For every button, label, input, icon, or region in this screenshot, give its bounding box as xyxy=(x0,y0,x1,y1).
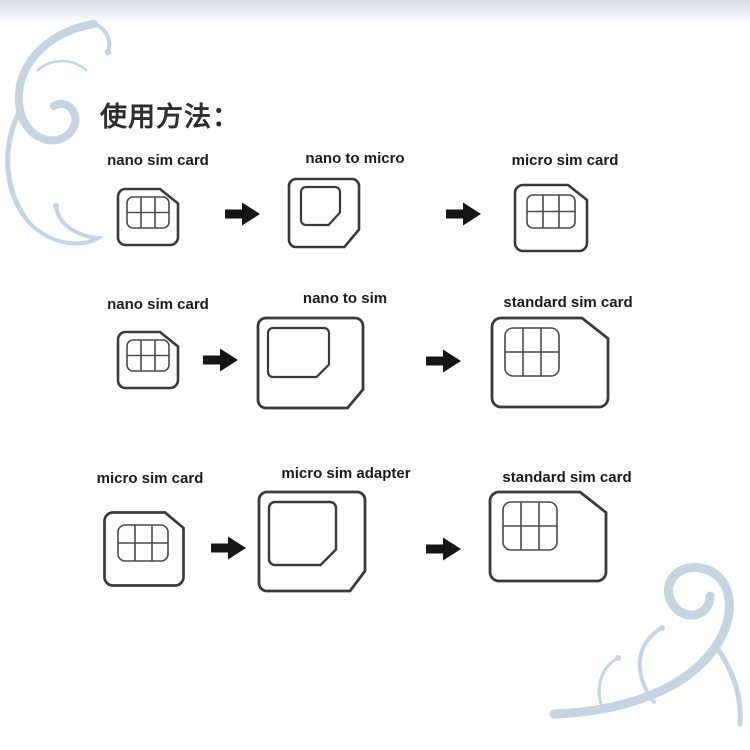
nano-sim-card-icon xyxy=(116,330,180,390)
result-card-label: standard sim card xyxy=(502,469,632,486)
micro-sim-card-icon xyxy=(103,511,185,587)
nano-to-sim-adapter-icon xyxy=(256,316,365,410)
standard-sim-card-icon xyxy=(488,490,608,583)
adapter-label: micro sim adapter xyxy=(281,465,411,482)
arrow-icon xyxy=(211,536,246,560)
nano-to-micro-adapter-icon xyxy=(287,177,361,249)
arrow-icon xyxy=(426,349,461,373)
nano-sim-card-icon xyxy=(116,187,180,247)
adapter-label: nano to micro xyxy=(305,150,405,167)
adapter-label: nano to sim xyxy=(302,290,388,307)
standard-sim-card-icon xyxy=(490,316,610,409)
result-card-label: micro sim card xyxy=(511,152,619,169)
source-card-label: micro sim card xyxy=(96,470,204,487)
micro-sim-card-icon xyxy=(513,183,589,253)
result-card-label: standard sim card xyxy=(503,294,633,311)
arrow-icon xyxy=(446,202,481,226)
arrow-icon xyxy=(426,537,461,561)
page-title: 使用方法： xyxy=(100,102,240,132)
top-gradient xyxy=(0,0,750,24)
source-card-label: nano sim card xyxy=(107,296,209,313)
floral-swirl-icon xyxy=(5,20,112,246)
arrow-icon xyxy=(203,348,238,372)
source-card-label: nano sim card xyxy=(107,152,209,169)
micro-to-sim-adapter-icon xyxy=(257,490,367,593)
arrow-icon xyxy=(225,202,260,226)
